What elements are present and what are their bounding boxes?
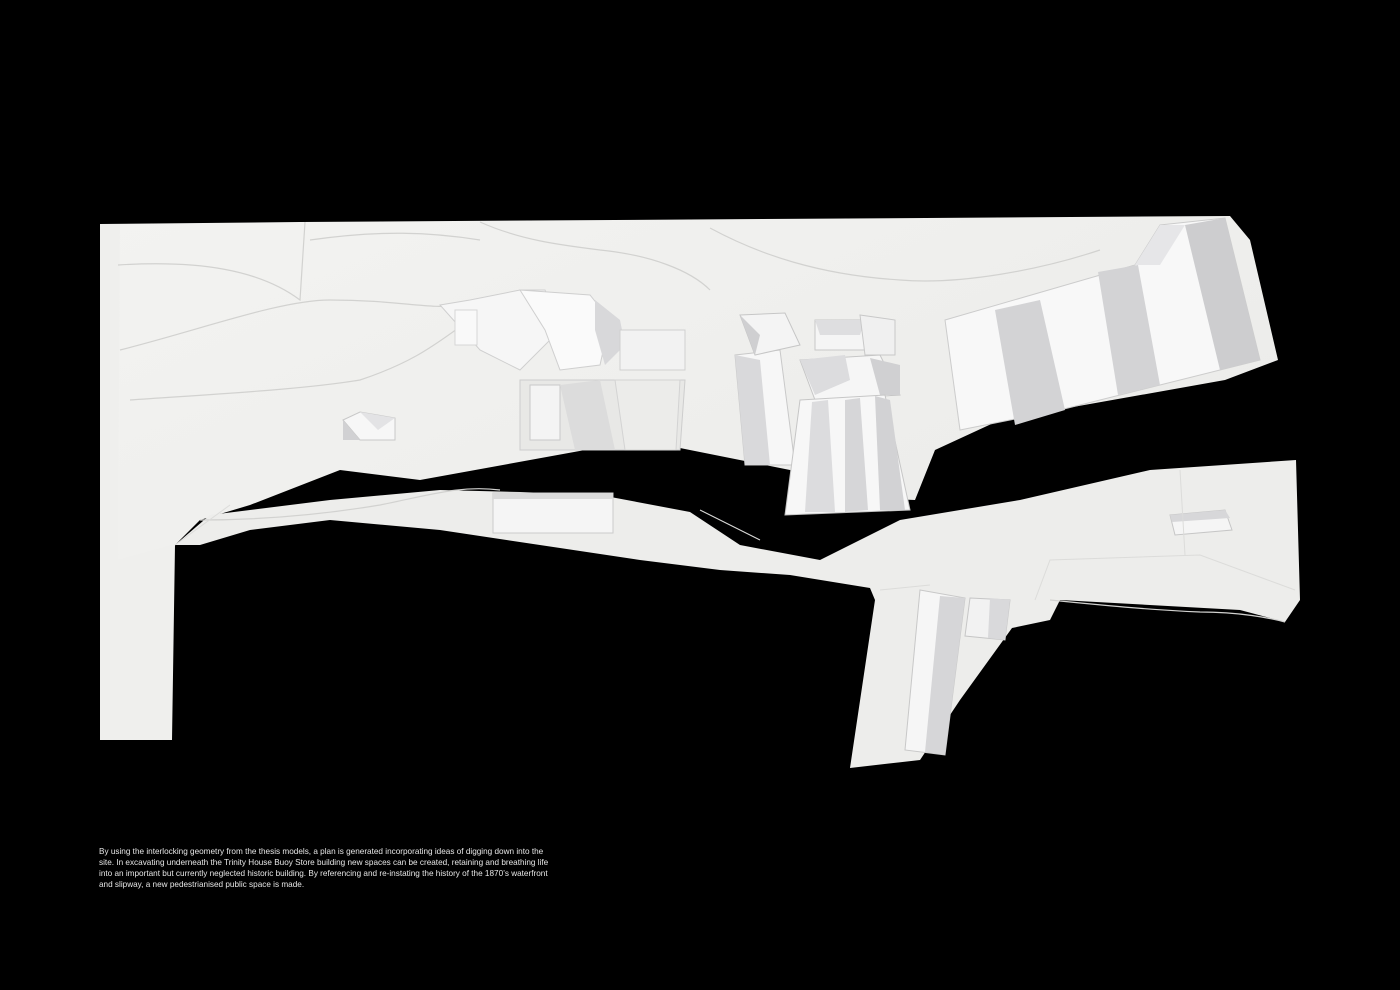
contour-lines (117, 221, 1286, 623)
interlock-block-a (619, 329, 686, 371)
interlock-roof-2 (519, 289, 611, 371)
warehouse-step-3 (1185, 218, 1260, 370)
excavation-wall-1 (529, 384, 561, 441)
excavation-floor (614, 379, 681, 451)
excavation-wall-2 (560, 380, 615, 450)
roof-top-right (859, 314, 896, 356)
base-left-leg (100, 224, 172, 740)
warehouse-step-2 (1098, 265, 1160, 395)
stepped-warehouse-right (944, 217, 1261, 431)
small-hut-left (342, 411, 396, 441)
long-shed-block (492, 492, 614, 534)
base-waterfront (175, 460, 1300, 768)
trinity-house-buildings (734, 312, 911, 516)
interlock-roof-3 (595, 300, 625, 365)
buoy-store-excavation (439, 289, 686, 451)
model-cut-lines (174, 469, 1296, 601)
pier-small-block (1169, 509, 1233, 536)
caption-text: By using the interlocking geometry from … (99, 847, 549, 889)
warehouse-step-1 (995, 300, 1065, 425)
warehouse-step-4 (1135, 225, 1185, 265)
interlock-block-b (454, 309, 478, 346)
slipway-buildings (904, 589, 1011, 756)
